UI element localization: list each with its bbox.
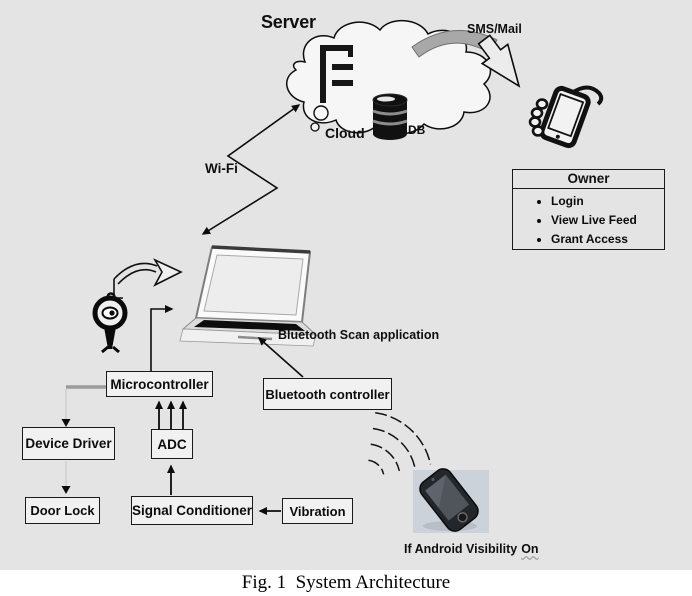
bluetooth-scan-label: Bluetooth Scan application bbox=[278, 328, 440, 342]
door-lock-connector bbox=[61, 461, 71, 494]
bluetooth-to-laptop-arrow bbox=[257, 337, 304, 378]
hand-phone-icon bbox=[528, 85, 604, 149]
db-label: DB bbox=[408, 123, 426, 137]
android-note-on: On bbox=[521, 542, 539, 556]
node-bluetooth-controller: Bluetooth controller bbox=[263, 378, 392, 410]
user-to-laptop-arrow bbox=[113, 258, 183, 299]
webcam-person-icon bbox=[92, 292, 128, 354]
owner-item-login: Login bbox=[551, 192, 664, 211]
laptop-icon bbox=[179, 245, 318, 347]
node-adc: ADC bbox=[151, 429, 193, 459]
database-icon bbox=[372, 93, 408, 140]
sms-mail-arrow bbox=[411, 30, 521, 88]
wifi-label: Wi-Fi bbox=[205, 161, 238, 176]
node-signal-conditioner: Signal Conditioner bbox=[131, 496, 253, 525]
diagram-linework bbox=[61, 19, 604, 533]
system-architecture-diagram: Server Cloud DB SMS/Mail Wi-Fi Bluetooth… bbox=[0, 0, 692, 570]
server-label: Server bbox=[261, 12, 316, 32]
sms-mail-label: SMS/Mail bbox=[467, 22, 522, 36]
adc-to-microcontroller-arrows bbox=[155, 400, 187, 429]
android-phone-image bbox=[413, 468, 489, 533]
node-door-lock: Door Lock bbox=[25, 497, 100, 524]
owner-panel-title: Owner bbox=[513, 170, 664, 189]
android-note-text: If Android Visibility bbox=[404, 542, 518, 556]
owner-item-view-feed: View Live Feed bbox=[551, 211, 664, 230]
server-icon bbox=[320, 45, 353, 103]
wireless-signal-arcs bbox=[368, 411, 432, 475]
node-device-driver: Device Driver bbox=[22, 427, 115, 460]
node-microcontroller: Microcontroller bbox=[106, 371, 213, 397]
node-vibration: Vibration bbox=[282, 498, 353, 524]
cloud-label: Cloud bbox=[325, 125, 365, 141]
owner-panel: Owner Login View Live Feed Grant Access bbox=[512, 169, 665, 250]
figure-caption: Fig. 1 System Architecture bbox=[0, 570, 692, 596]
device-driver-connector bbox=[61, 389, 71, 427]
owner-action-list: Login View Live Feed Grant Access bbox=[513, 192, 664, 249]
wifi-link-arrow bbox=[201, 104, 301, 235]
owner-item-grant-access: Grant Access bbox=[551, 230, 664, 249]
microcontroller-to-laptop-arrow bbox=[150, 305, 174, 371]
